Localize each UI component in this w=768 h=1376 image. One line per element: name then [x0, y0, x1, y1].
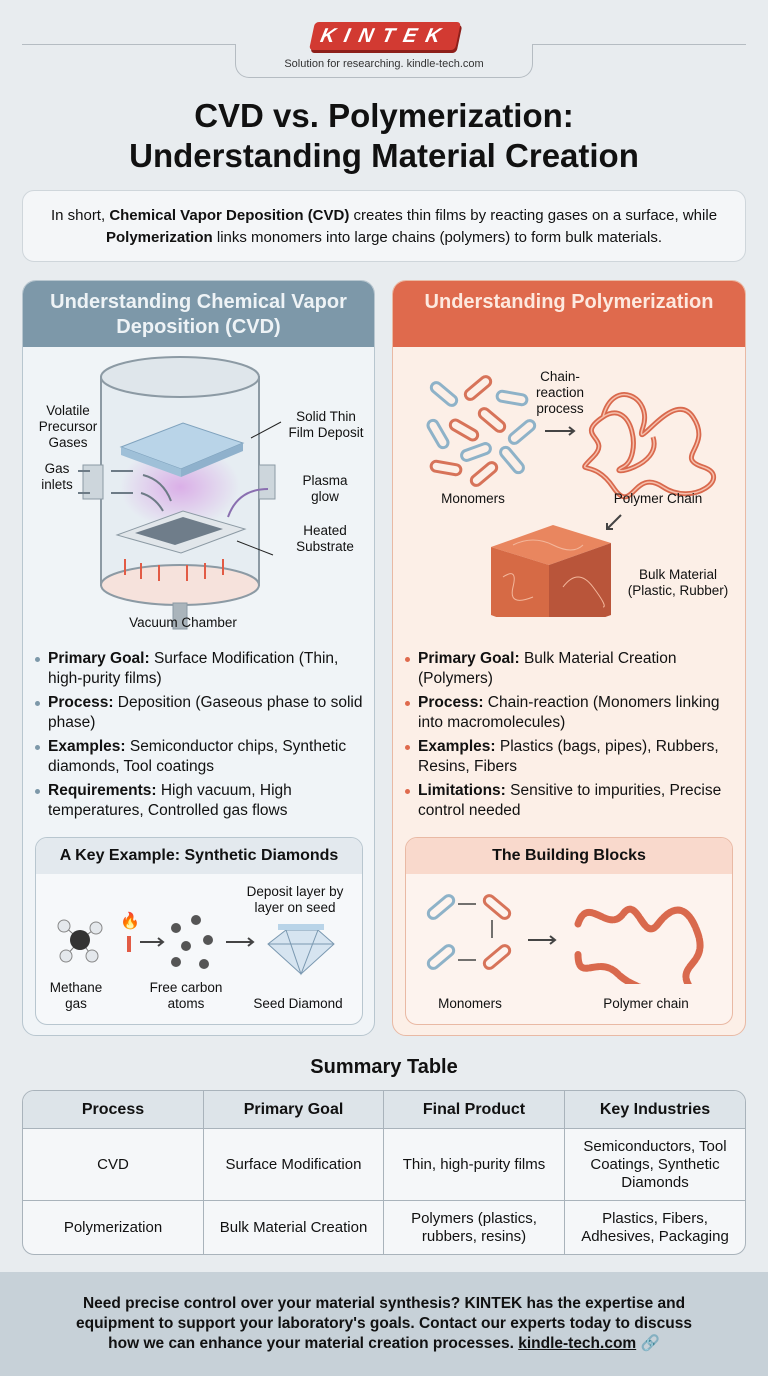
cvd-panel-title: Understanding Chemical Vapor Deposition … [23, 281, 374, 347]
table-cell: Polymers (plastics, rubbers, resins) [384, 1201, 565, 1254]
link-icon: 🔗 [640, 1335, 660, 1352]
column-header: Process [23, 1091, 204, 1129]
bullet-key: Requirements: [48, 782, 157, 799]
column-header: Primary Goal [204, 1091, 384, 1129]
footer-cta: Need precise control over your material … [0, 1272, 768, 1376]
label-vacuum-chamber: Vacuum Chamber [129, 615, 237, 630]
column-header: Key Industries [565, 1091, 745, 1129]
intro-summary: In short, Chemical Vapor Deposition (CVD… [22, 190, 746, 262]
label-blocks-monomers: Monomers [438, 996, 502, 1011]
diamond-process-illustration: 🔥 [57, 911, 335, 976]
table-row: Polymerization Bulk Material Creation Po… [23, 1201, 745, 1254]
footer-link[interactable]: kindle-tech.com [518, 1335, 637, 1352]
tagline: Solution for researching. kindle-tech.co… [284, 58, 484, 70]
diamond-example-box: A Key Example: Synthetic Diamonds 🔥 Meth… [35, 837, 363, 1025]
label-chain-reaction: Chain-reaction process [535, 369, 585, 416]
intro-bold-polymerization: Polymerization [105, 229, 213, 246]
footer-text: Need precise control over your material … [75, 1295, 693, 1352]
header-rule-right [532, 44, 746, 45]
bulk-material-cube [491, 525, 611, 617]
building-blocks-title: The Building Blocks [406, 838, 732, 874]
polymerization-panel: Understanding Polymerization Chain-react… [392, 280, 746, 1036]
label-gas-inlets: Gas inlets [41, 461, 73, 492]
polymerization-panel-title: Understanding Polymerization [393, 281, 745, 347]
cvd-panel: Understanding Chemical Vapor Deposition … [22, 280, 375, 1036]
bullet-item: Examples: Semiconductor chips, Synthetic… [35, 737, 367, 777]
label-bulk-material: Bulk Material (Plastic, Rubber) [627, 567, 729, 598]
label-plasma-glow: Plasma glow [302, 473, 348, 504]
bullet-value: Bulk Material Creation (Polymers) [418, 650, 677, 687]
thermometer-icon [127, 936, 131, 952]
title-line-1: CVD vs. Polymerization: [194, 97, 574, 134]
bullet-key: Primary Goal: [48, 650, 150, 667]
label-polymer-chain: Polymer Chain [613, 491, 703, 506]
bullet-item: Requirements: High vacuum, High temperat… [35, 781, 367, 821]
label-heated-substrate: Heated Substrate [296, 523, 354, 554]
bullet-item: Process: Chain-reaction (Monomers linkin… [405, 693, 737, 733]
label-seed-diamond: Seed Diamond [253, 996, 343, 1011]
table-cell: Polymerization [23, 1201, 204, 1254]
label-blocks-polymer-chain: Polymer chain [603, 996, 689, 1011]
bullet-value: Surface Modification (Thin, high-purity … [48, 650, 339, 687]
label-free-carbon: Free carbon atoms [149, 980, 223, 1011]
header-rule-left [22, 44, 236, 45]
bullet-value: Chain-reaction (Monomers linking into ma… [418, 694, 720, 731]
label-monomers: Monomers [441, 491, 505, 506]
intro-bold-cvd: Chemical Vapor Deposition (CVD) [109, 207, 350, 224]
seed-diamond [267, 929, 335, 975]
diamond-example-title: A Key Example: Synthetic Diamonds [36, 838, 362, 874]
intro-text: creates thin films by reacting gases on … [349, 207, 718, 224]
title-line-2: Understanding Material Creation [129, 137, 639, 174]
bullet-key: Limitations: [418, 782, 506, 799]
bullet-value: High vacuum, High temperatures, Controll… [48, 782, 292, 819]
bullet-item: Limitations: Sensitive to impurities, Pr… [405, 781, 737, 821]
bullet-item: Primary Goal: Surface Modification (Thin… [35, 649, 367, 689]
cvd-chamber-illustration [78, 356, 282, 630]
summary-table: Process Primary Goal Final Product Key I… [22, 1090, 746, 1255]
bullet-value: Deposition (Gaseous phase to solid phase… [48, 694, 363, 731]
bullet-key: Process: [418, 694, 484, 711]
bullet-item: Primary Goal: Bulk Material Creation (Po… [405, 649, 737, 689]
bullet-value: Semiconductor chips, Synthetic diamonds,… [48, 738, 347, 775]
summary-table-title: Summary Table [310, 1056, 458, 1078]
table-row: CVD Surface Modification Thin, high-puri… [23, 1129, 745, 1201]
intro-text: In short, [50, 207, 110, 224]
page-title: CVD vs. Polymerization:Understanding Mat… [0, 96, 768, 176]
bullet-item: Process: Deposition (Gaseous phase to so… [35, 693, 367, 733]
table-cell: Bulk Material Creation [204, 1201, 384, 1254]
intro-text: links monomers into large chains (polyme… [212, 229, 663, 246]
table-cell: Thin, high-purity films [384, 1129, 565, 1201]
table-cell: CVD [23, 1129, 204, 1201]
cvd-bullets: Primary Goal: Surface Modification (Thin… [35, 649, 367, 825]
polymerization-illustration [426, 375, 717, 617]
building-blocks-illustration [426, 894, 704, 984]
label-thin-film: Solid Thin Film Deposit [288, 409, 364, 440]
label-methane: Methane gas [49, 980, 103, 1011]
bullet-value: Sensitive to impurities, Precise control… [418, 782, 722, 819]
bullet-key: Examples: [418, 738, 496, 755]
bullet-key: Examples: [48, 738, 126, 755]
table-cell: Surface Modification [204, 1129, 384, 1201]
bullet-value: Plastics (bags, pipes), Rubbers, Resins,… [418, 738, 719, 775]
flame-icon: 🔥 [120, 911, 140, 930]
column-header: Final Product [384, 1091, 565, 1129]
label-precursor-gases: Volatile Precursor Gases [38, 403, 98, 450]
kintek-logo: KINTEK [309, 22, 461, 50]
polymer-chain-beads [574, 905, 704, 984]
bullet-item: Examples: Plastics (bags, pipes), Rubber… [405, 737, 737, 777]
table-cell: Plastics, Fibers, Adhesives, Packaging [581, 1209, 729, 1245]
bullet-key: Process: [48, 694, 114, 711]
building-blocks-box: The Building Blocks Monomers Polymer cha… [405, 837, 733, 1025]
bullet-key: Primary Goal: [418, 650, 520, 667]
label-deposit-layer: Deposit layer by layer on seed [246, 884, 344, 915]
logo-tab [235, 44, 533, 78]
polymer-bullets: Primary Goal: Bulk Material Creation (Po… [405, 649, 737, 825]
table-cell: Semiconductors, Tool Coatings, Synthetic… [565, 1129, 745, 1201]
